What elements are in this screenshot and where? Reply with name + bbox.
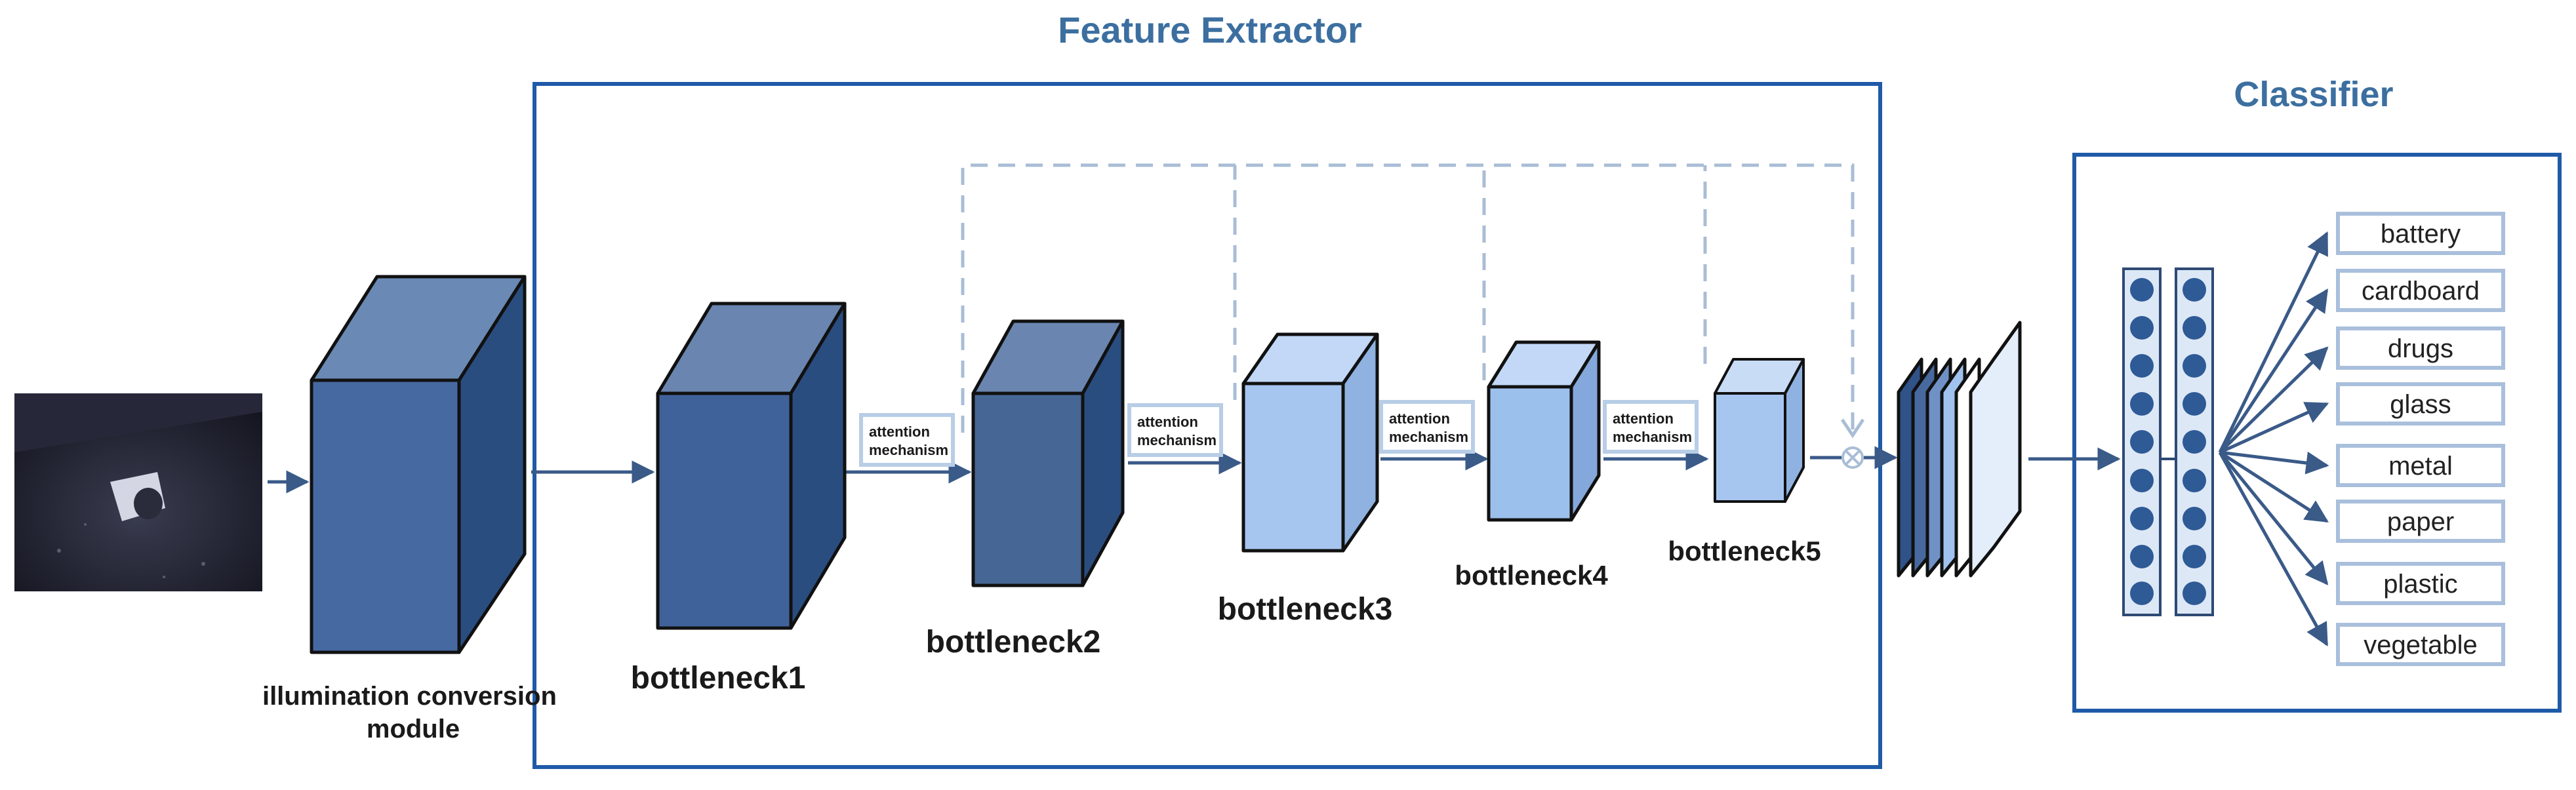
class-arrow [2219,450,2329,475]
fc-node [2130,278,2154,302]
class-label: glass [2390,390,2451,419]
fc-node [2183,316,2206,340]
class-arrow [2218,288,2329,454]
feature-extractor-title: Feature Extractor [1058,9,1362,50]
class-label: drugs [2388,334,2453,363]
fc-node [2183,430,2206,454]
fc-node [2183,469,2206,492]
class-arrow [2219,402,2329,454]
illumination-module-cube [310,275,527,654]
class-label: paper [2387,507,2454,536]
tensor-product-node [1841,446,1864,469]
bottleneck1-cube [656,302,847,630]
attention-box-2: attention mechanism [1127,403,1223,457]
fc-node [2130,545,2154,568]
class-box-glass: glass [2336,382,2505,425]
class-boxes: battery cardboard drugs glass metal paper plas… [2336,212,2505,666]
fc-node [2130,507,2154,530]
classifier-title: Classifier [2234,75,2393,114]
attention-box-4: attention mechanism [1603,400,1699,454]
fc-node [2183,354,2206,378]
input-photo [14,393,262,591]
class-arrow [2218,231,2329,454]
bottleneck2-label: bottleneck2 [926,625,1101,660]
class-box-metal: metal [2336,444,2505,487]
class-arrow [2218,451,2329,647]
class-box-paper: paper [2336,500,2505,543]
fc-nodes [2130,278,2206,605]
bottleneck3-label: bottleneck3 [1218,592,1393,627]
class-arrows [2218,231,2329,647]
skip-connections [961,163,1855,433]
class-label: plastic [2383,570,2457,599]
attention-box-3: attention mechanism [1379,400,1475,454]
bottleneck4-label: bottleneck4 [1455,560,1608,591]
bottleneck1-label: bottleneck1 [631,661,806,696]
classifier-frame [2072,153,2562,713]
class-arrow [2219,450,2329,523]
svg-text:attention mechanism: attention mechanism [1613,410,1692,445]
bottleneck3-cube [1241,332,1379,553]
bottleneck4-cube [1487,340,1601,522]
svg-text:attention mechanism: attention mechanism [1389,410,1468,445]
class-label: battery [2381,220,2461,248]
fc-node [2130,582,2154,605]
attention-box-1: attention mechanism [859,413,955,467]
class-arrow [2219,451,2329,585]
class-box-cardboard: cardboard [2336,269,2505,312]
bottleneck5-label: bottleneck5 [1668,536,1821,566]
fc-node [2130,469,2154,492]
svg-text:attention mechanism: attention mechanism [1137,414,1217,448]
illumination-module-label: illumination conversion module [262,682,564,743]
class-box-battery: battery [2336,212,2505,255]
class-box-vegetable: vegetable [2336,623,2505,666]
class-arrow [2219,346,2329,454]
class-box-drugs: drugs [2336,326,2505,370]
class-box-plastic: plastic [2336,562,2505,605]
fc-node [2183,392,2206,416]
bottleneck5-cube [1714,358,1805,503]
class-label: cardboard [2362,277,2480,306]
fc-node [2183,278,2206,302]
skip-arrow-head [1840,418,1865,439]
flow-arrows [268,446,2121,494]
fc-node [2130,430,2154,454]
feature-extractor-frame [533,82,1882,769]
feature-map-stack [1897,321,2022,578]
class-label: vegetable [2364,631,2477,660]
svg-text:attention mechanism: attention mechanism [869,424,948,458]
fc-node [2183,582,2206,605]
fc-node [2130,354,2154,378]
fc-node [2183,545,2206,568]
fc-node [2183,507,2206,530]
bottleneck2-cube [971,319,1125,587]
fc-node [2130,316,2154,340]
fc-node [2130,392,2154,416]
class-label: metal [2388,452,2453,481]
